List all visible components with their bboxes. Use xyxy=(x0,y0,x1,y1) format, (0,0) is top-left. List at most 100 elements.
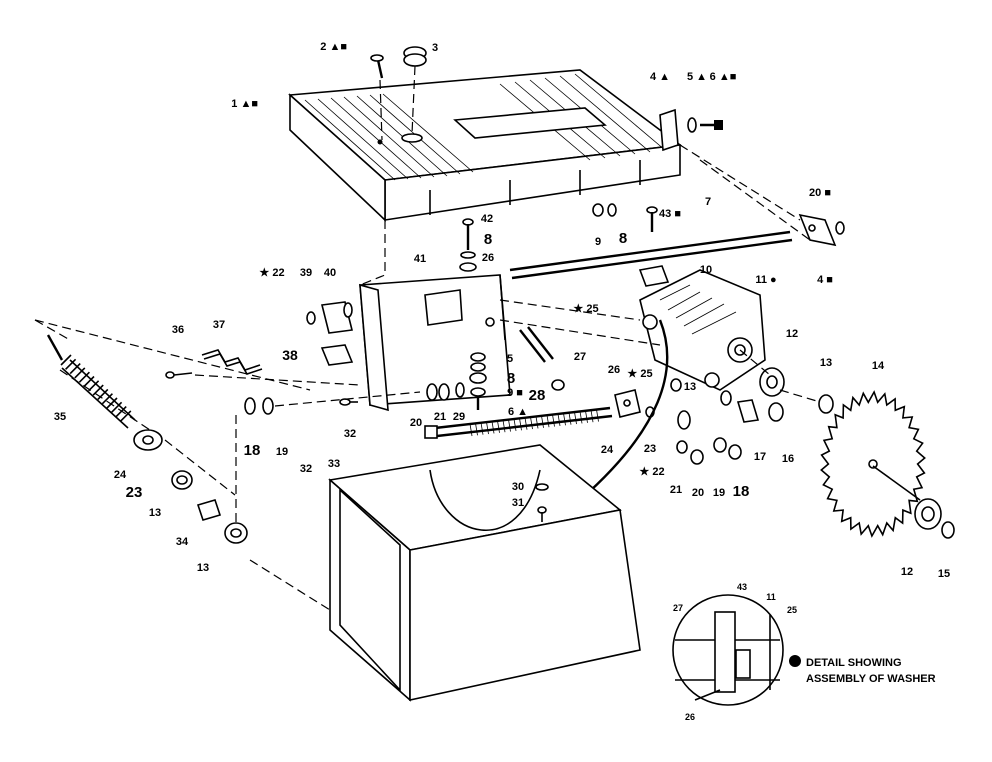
callout-c2: 2 ▲■ xyxy=(320,41,347,53)
callout-c17: 17 xyxy=(754,451,766,463)
flange-part-12 xyxy=(914,498,942,530)
callout-c31: 31 xyxy=(512,497,524,509)
clip-part-10 xyxy=(638,265,670,287)
callout-c11b: 11 xyxy=(766,592,776,602)
callout-c18a: 18 xyxy=(244,442,261,459)
rod-part-7 xyxy=(509,230,793,280)
callout-c42: 42 xyxy=(481,213,493,225)
callout-c43: 43 ■ xyxy=(659,208,681,220)
callout-c38: 38 xyxy=(282,347,298,363)
callout-c40: 40 xyxy=(324,267,336,279)
callout-c35: 35 xyxy=(54,411,66,423)
callout-c8a: 8 xyxy=(619,230,627,247)
washer-detail-inset xyxy=(672,594,784,706)
callout-c20b: 20 xyxy=(410,417,422,429)
callout-c13b: 13 xyxy=(684,381,696,393)
bolt-parts-30-31 xyxy=(535,483,549,522)
spacer-part-16 xyxy=(768,402,784,422)
callout-c26b: 26 xyxy=(608,364,620,376)
legend-line-1: DETAIL SHOWING xyxy=(806,657,902,669)
washers-9-8 xyxy=(592,203,617,217)
base-part-33 xyxy=(328,444,641,702)
callout-c43b: 43 xyxy=(737,582,747,592)
callout-c41: 41 xyxy=(414,253,426,265)
callout-c15: 15 xyxy=(938,568,950,580)
callout-c32b: 32 xyxy=(300,463,312,475)
callout-c36: 36 xyxy=(172,324,184,336)
callout-c4b: 4 ■ xyxy=(817,274,833,286)
housing-part-41 xyxy=(359,274,511,412)
callout-c19a: 19 xyxy=(276,446,288,458)
callout-c12b: 12 xyxy=(901,566,913,578)
callout-c3: 3 xyxy=(432,42,438,54)
bolt-part-36 xyxy=(165,371,193,379)
bracket-part-38 xyxy=(320,344,354,366)
callout-c8c: 8 xyxy=(507,370,515,387)
table-top xyxy=(288,69,683,222)
bracket-part-4-right xyxy=(798,213,845,247)
callout-c13c: 13 xyxy=(149,507,161,519)
callout-c19b: 19 xyxy=(713,487,725,499)
callout-c13a: 13 xyxy=(820,357,832,369)
callout-c25b: ★ 25 xyxy=(627,368,652,380)
callout-c12a: 12 xyxy=(786,328,798,340)
callout-c21a: 21 xyxy=(434,411,446,423)
saw-blade-part-14 xyxy=(820,390,926,538)
callout-c20a: 20 ■ xyxy=(809,187,831,199)
assembly-dashed-lines xyxy=(34,144,821,611)
callout-c11: 11 ● xyxy=(755,274,776,286)
callout-c26c: 26 xyxy=(685,712,695,722)
callout-c28: 28 xyxy=(529,387,546,404)
callout-c14: 14 xyxy=(872,360,885,372)
shaft-part-17 xyxy=(720,390,760,423)
callout-c25a: ★ 25 xyxy=(573,303,598,315)
washer-part-26 xyxy=(551,379,565,391)
callout-c23b: 23 xyxy=(644,443,656,455)
callout-c9: 9 xyxy=(595,236,601,248)
washers-right-group xyxy=(645,378,742,465)
bolt-part-43 xyxy=(646,206,658,232)
callout-c27b: 27 xyxy=(673,603,683,613)
callout-c6b: 6 ▲ xyxy=(508,406,528,418)
callout-c27: 27 xyxy=(574,351,586,363)
callout-c18b: 18 xyxy=(733,483,750,500)
callout-c16: 16 xyxy=(782,453,794,465)
cable-line xyxy=(579,319,669,501)
left-assembly-parts xyxy=(133,429,248,544)
callout-c4a: 4 ▲ xyxy=(650,71,670,83)
callout-c5b: 5 xyxy=(507,353,513,365)
callout-c9b: 9 ■ xyxy=(507,387,523,399)
legend: DETAIL SHOWING ASSEMBLY OF WASHER xyxy=(789,655,936,685)
callout-c23a: 23 xyxy=(126,484,143,501)
screw-part-2 xyxy=(370,54,384,79)
callout-c24a: 24 xyxy=(114,469,127,481)
bolt-part-32 xyxy=(339,398,358,406)
callout-c39: 39 xyxy=(300,267,312,279)
callout-c25c: 25 xyxy=(787,605,797,615)
callout-c7: 7 xyxy=(705,196,711,208)
callout-c33: 33 xyxy=(328,458,340,470)
callout-c34: 34 xyxy=(176,536,189,548)
callout-c10: 10 xyxy=(700,264,712,276)
washers-18-19-left xyxy=(244,397,274,415)
feed-screw-part-28 xyxy=(424,406,613,439)
callout-c20c: 20 xyxy=(692,487,704,499)
callout-c30: 30 xyxy=(512,481,524,493)
callout-c13d: 13 xyxy=(197,562,209,574)
callout-c5: 5 ▲ xyxy=(687,71,707,83)
callout-c32a: 32 xyxy=(344,428,356,440)
pin-part-27 xyxy=(519,326,554,363)
insert-part-3 xyxy=(403,46,427,67)
bolt-part-42 xyxy=(459,218,477,272)
callout-c29: 29 xyxy=(453,411,465,423)
bracket-part-24-center xyxy=(614,389,641,418)
nut-part-13-right xyxy=(818,394,834,414)
pulley-part-12 xyxy=(759,367,785,397)
motor-part-11 xyxy=(639,269,766,391)
washers-20-21-29 xyxy=(426,382,465,401)
callout-c6a: 6 ▲■ xyxy=(710,71,737,83)
nut-part-15 xyxy=(941,521,955,539)
legend-line-2: ASSEMBLY OF WASHER xyxy=(806,673,936,685)
